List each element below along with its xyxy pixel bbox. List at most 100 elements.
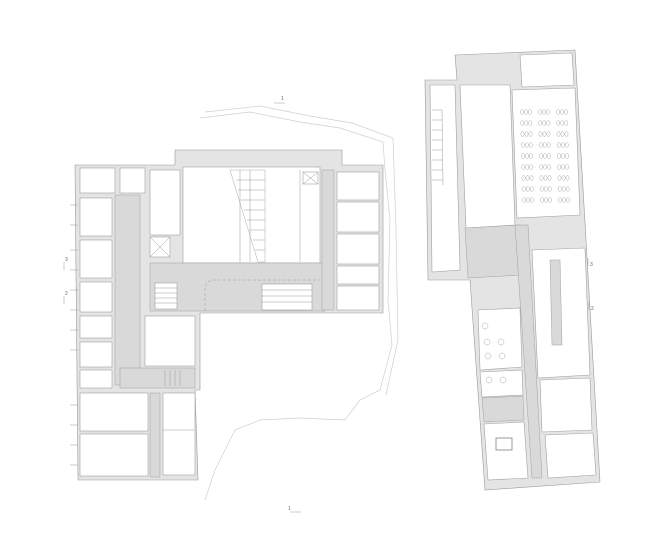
chair xyxy=(520,142,525,148)
chair xyxy=(538,120,543,126)
chair xyxy=(524,131,529,137)
seated-hall xyxy=(511,87,581,219)
chair xyxy=(560,109,564,115)
chair xyxy=(521,186,526,192)
chair xyxy=(560,131,565,137)
chair xyxy=(539,186,544,192)
chair xyxy=(547,164,552,170)
seat-rows xyxy=(236,170,265,262)
chair xyxy=(521,175,526,181)
chair xyxy=(565,186,570,192)
chair xyxy=(525,153,529,159)
chair xyxy=(548,197,552,203)
chair xyxy=(524,120,529,126)
chair xyxy=(542,120,547,126)
chair xyxy=(565,153,569,159)
chair xyxy=(524,142,529,148)
chair xyxy=(539,164,544,170)
chair xyxy=(546,120,551,126)
site-outline xyxy=(199,105,399,501)
auditorium xyxy=(182,166,321,264)
table xyxy=(499,376,507,384)
chair-grid xyxy=(520,109,570,203)
chair xyxy=(544,197,548,203)
chair xyxy=(522,197,526,203)
chair xyxy=(547,186,552,192)
table xyxy=(481,322,489,330)
chair xyxy=(557,186,562,192)
chair xyxy=(556,131,561,137)
section-markers: 1 1 2 3 2 3 xyxy=(63,96,594,513)
chair xyxy=(520,109,524,115)
chair xyxy=(547,175,552,181)
chair xyxy=(557,175,562,181)
chair xyxy=(564,142,569,148)
chair xyxy=(565,175,570,181)
chair xyxy=(538,142,543,148)
svg-text:3: 3 xyxy=(590,262,593,268)
chair xyxy=(564,120,569,126)
chair xyxy=(561,186,566,192)
table xyxy=(485,376,493,384)
chair xyxy=(538,131,543,137)
chair xyxy=(526,197,530,203)
seating-tiers xyxy=(229,169,266,263)
chair xyxy=(540,197,544,203)
chair xyxy=(566,197,570,203)
chair xyxy=(520,131,525,137)
chair xyxy=(530,197,534,203)
chair xyxy=(529,164,534,170)
chair xyxy=(561,175,566,181)
chair xyxy=(557,164,562,170)
corridor xyxy=(514,224,543,479)
svg-text:1: 1 xyxy=(288,506,291,512)
svg-text:2: 2 xyxy=(591,306,594,312)
annex-stair xyxy=(429,84,461,273)
chair xyxy=(546,131,551,137)
svg-text:1: 1 xyxy=(281,96,284,102)
chair xyxy=(525,164,530,170)
chair xyxy=(560,120,565,126)
chair xyxy=(539,175,544,181)
section-marker-2-left: 2 xyxy=(63,291,68,304)
chair xyxy=(528,142,533,148)
chair xyxy=(558,197,562,203)
section-marker-2-right: 2 xyxy=(588,302,594,312)
chair xyxy=(529,186,534,192)
left-building xyxy=(70,149,384,481)
chair xyxy=(529,175,534,181)
section-marker-1-bottom: 1 xyxy=(288,506,301,513)
table xyxy=(484,352,492,360)
table xyxy=(483,338,491,346)
chair xyxy=(543,153,547,159)
chair xyxy=(520,120,525,126)
chair xyxy=(543,186,548,192)
chair xyxy=(564,109,568,115)
chair xyxy=(525,186,530,192)
table xyxy=(498,352,506,360)
chair xyxy=(542,142,547,148)
chair xyxy=(528,131,533,137)
chair xyxy=(529,153,533,159)
chair xyxy=(557,153,561,159)
chair xyxy=(521,153,525,159)
chair xyxy=(547,153,551,159)
chair xyxy=(542,109,546,115)
chair xyxy=(542,131,547,137)
svg-text:2: 2 xyxy=(65,291,68,297)
chair xyxy=(528,109,532,115)
section-marker-3-right: 3 xyxy=(587,258,593,268)
section-marker-3-left: 3 xyxy=(63,257,68,270)
chair xyxy=(556,109,560,115)
svg-text:3: 3 xyxy=(65,257,68,263)
chair xyxy=(543,164,548,170)
chair xyxy=(539,153,543,159)
chair xyxy=(543,175,548,181)
chair xyxy=(521,164,526,170)
chair xyxy=(524,109,528,115)
chair xyxy=(560,142,565,148)
cafe-tables xyxy=(481,322,507,384)
chair xyxy=(561,153,565,159)
chair xyxy=(538,109,542,115)
